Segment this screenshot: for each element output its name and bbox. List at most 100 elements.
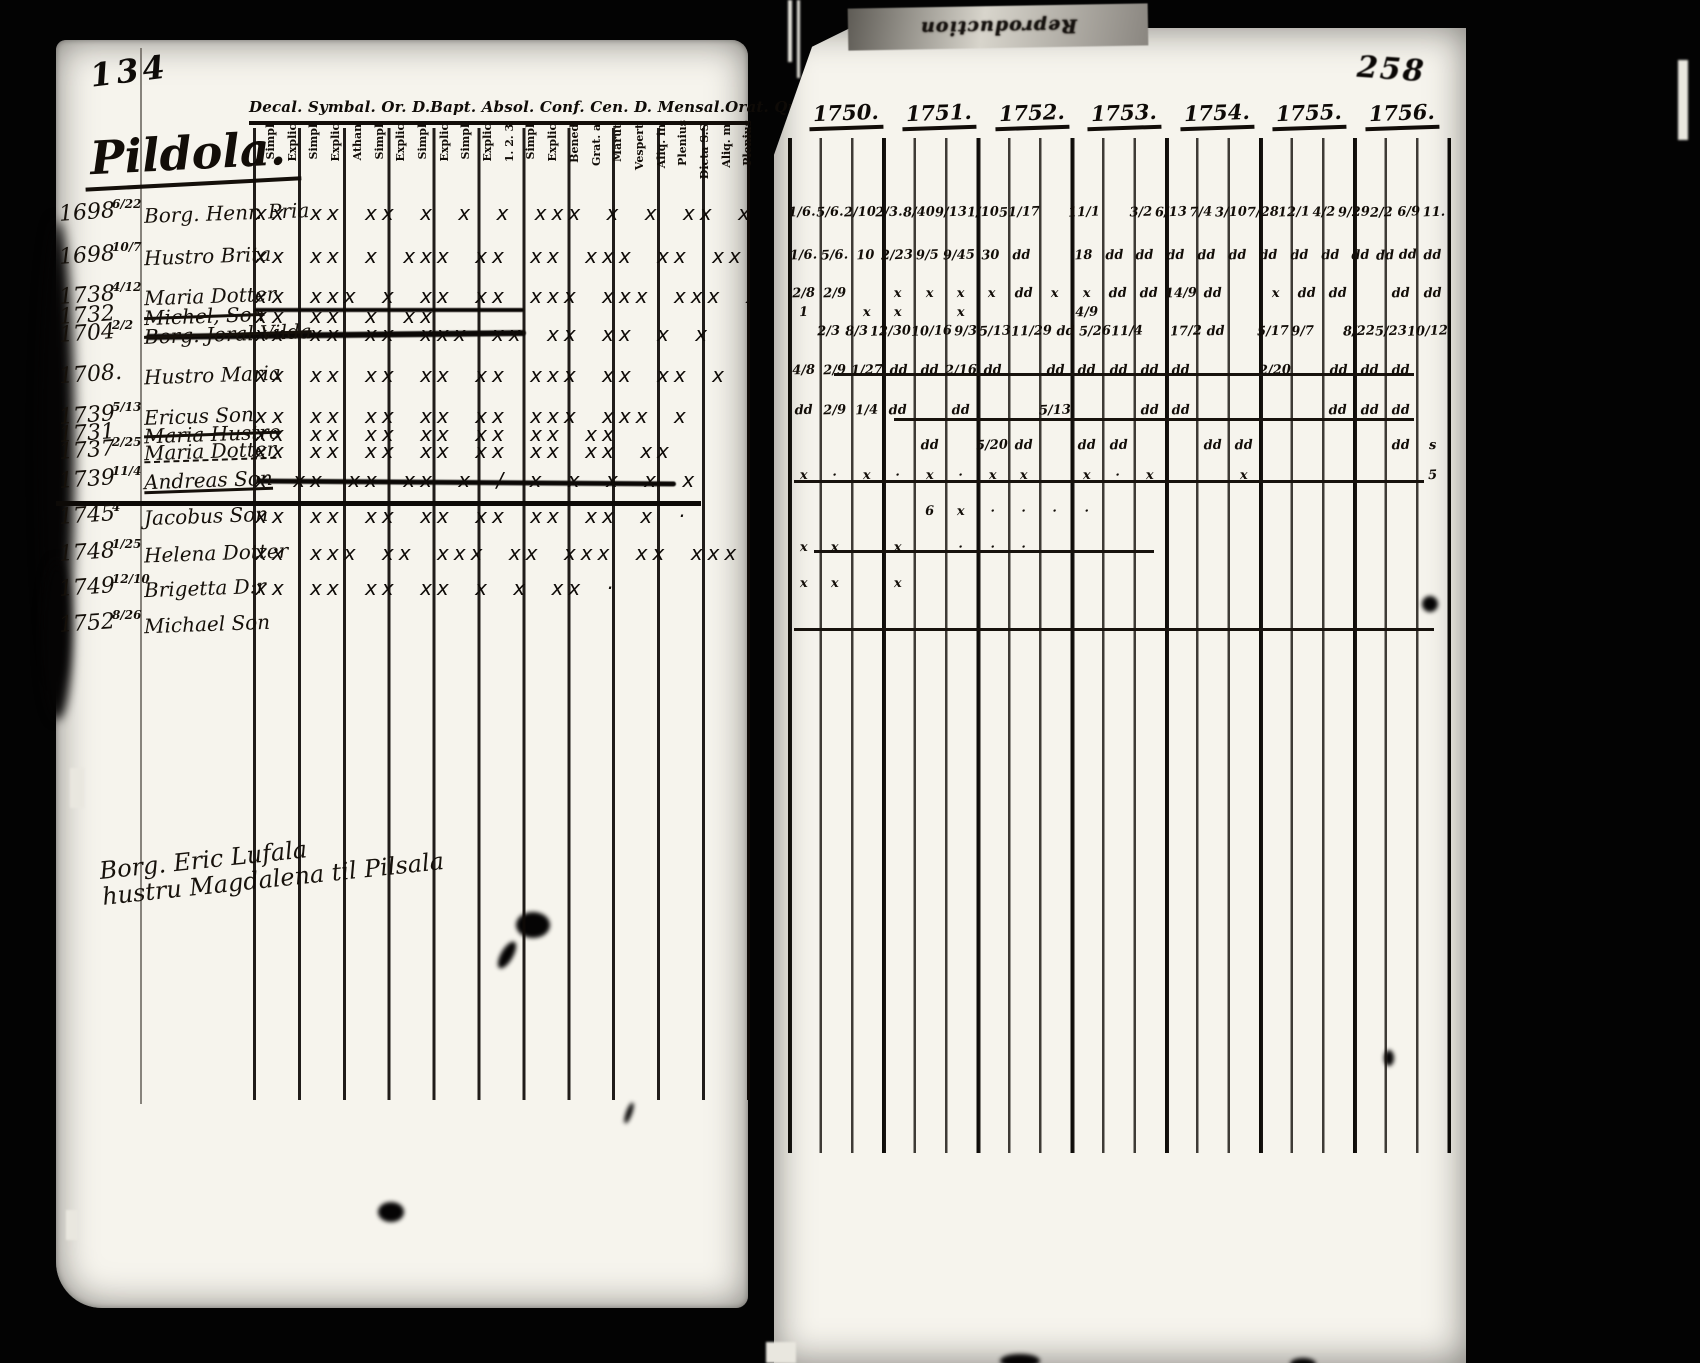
examination-marks: xx xx xx xx x x xx ·: [255, 576, 618, 600]
entry-cell: dd: [1206, 323, 1226, 340]
handwritten-rule: [794, 628, 1434, 631]
entry-cell: dd: [1320, 247, 1340, 264]
entry-cell: [1102, 539, 1134, 555]
entry-cell: [913, 575, 945, 591]
entry-cell: dd: [983, 362, 1003, 379]
entry-cell: [819, 437, 851, 453]
entry-cell: dd: [1234, 437, 1254, 454]
entry-cell: [976, 575, 1008, 591]
record-row: 1698 10/7 Hustro Brita xx xx x xxx xx xx…: [56, 240, 748, 277]
entry-cell: [913, 304, 945, 320]
record-row: 1731 Maria Hustro xx xx xx xx xx xx xx: [56, 419, 748, 455]
entry-cell: x: [893, 539, 903, 556]
entry-cell: dd: [1108, 285, 1128, 302]
entry-cell: [1228, 362, 1260, 378]
entry-cell: [1259, 467, 1291, 483]
entry-cell: [1385, 503, 1417, 519]
entry-cell: [1133, 304, 1165, 320]
entry-cell: x: [1082, 285, 1091, 302]
entry-cell: 2/9: [823, 285, 847, 302]
entry-cell: 5/13: [1038, 402, 1072, 419]
examination-marks: [255, 612, 747, 642]
examination-marks: xx xx xx xx xx xx xx: [255, 422, 619, 446]
birth-date-fraction: 8/26: [112, 608, 142, 622]
entry-cell: [1071, 539, 1103, 555]
entry-cell: [1099, 205, 1127, 221]
entry-cell: dd: [1328, 402, 1348, 419]
entry-cell: 5/17: [1256, 323, 1289, 340]
entry-cell: 2/3.: [875, 204, 904, 221]
entry-cell: dd: [1391, 437, 1411, 454]
entry-cell: dd: [1258, 247, 1278, 264]
entry-cell: [851, 575, 883, 591]
birth-year: 1748: [58, 538, 116, 567]
examination-marks: xx xx xx xx xx xx xx x ·: [255, 504, 690, 528]
entry-cell: [1196, 575, 1228, 591]
entry-cell: dd: [1391, 285, 1411, 302]
entry-cell: [1133, 539, 1165, 555]
entry-cell: [1259, 575, 1291, 591]
entry-cell: ·: [1115, 467, 1121, 484]
margin-rule: [140, 48, 142, 1104]
entry-cell: [851, 503, 883, 519]
birth-year: 1752: [58, 609, 116, 638]
entry-cell: [1291, 467, 1323, 483]
entry-cell: [1196, 467, 1228, 483]
entry-cell: x: [1019, 467, 1028, 484]
entry-cell: 3/10: [1214, 204, 1247, 221]
birth-year: 1737: [58, 436, 116, 465]
entry-cell: [819, 503, 851, 519]
entry-cell: 2/8: [792, 285, 816, 302]
entry-cell: [1416, 503, 1448, 519]
entry-cell: 11/4: [1110, 323, 1144, 340]
entry-cell: [851, 437, 883, 453]
entry-cell: 2/23: [880, 247, 913, 264]
record-row: 1698 6/22 Borg. Henr. Pria xx xx xx x x …: [56, 197, 748, 234]
scan-edge-mark: [1678, 60, 1688, 140]
person-name: Jacobus Son: [143, 501, 269, 531]
entry-cell: dd: [1422, 285, 1442, 302]
entry-cell: 2/2 6/9: [1369, 204, 1421, 221]
entry-cell: dd dd: [1376, 247, 1418, 264]
entry-cell: 5: [1427, 467, 1438, 484]
entry-cell: 4/8: [791, 362, 816, 379]
handwritten-rule: [834, 373, 1414, 376]
entry-cell: [1196, 402, 1228, 418]
entry-cell: ·: [895, 467, 901, 484]
entry-cell: ·: [1084, 503, 1090, 520]
entry-cell: [1228, 304, 1260, 320]
record-row: 1738 4/12 Maria Dotter xx xxx x xx xx xx…: [56, 280, 748, 317]
entry-cell: 6: [924, 503, 935, 520]
entry-cell: [913, 402, 945, 418]
entry-cell: dd: [1328, 285, 1348, 302]
entry-cell: 1/6.: [789, 247, 818, 264]
entry-cell: dd: [1139, 285, 1159, 302]
entry-cell: x: [799, 467, 808, 484]
entry-cell: 2/10: [843, 204, 876, 221]
entry-cell: x: [956, 285, 965, 302]
entry-cell: 9/13: [934, 204, 968, 221]
entry-cell: ·: [958, 539, 964, 556]
entry-cell: s: [1428, 437, 1437, 454]
entry-cell: x: [1239, 467, 1248, 484]
entry-cell: ·: [989, 539, 995, 556]
entry-cell: [1102, 503, 1134, 519]
entry-cell: 8/40: [902, 204, 936, 221]
entry-cell: x: [830, 539, 840, 556]
entry-cell: dd: [1166, 247, 1186, 264]
entry-cell: [1165, 304, 1197, 320]
entry-cell: 5/26: [1078, 323, 1112, 340]
entry-cell: dd: [1135, 247, 1155, 264]
scan-edge-mark: [766, 1342, 796, 1363]
entry-cell: 7/28: [1246, 204, 1279, 221]
examination-marks: xx xxx x xx xx xxx xxx xxx xxx xx: [255, 284, 747, 308]
